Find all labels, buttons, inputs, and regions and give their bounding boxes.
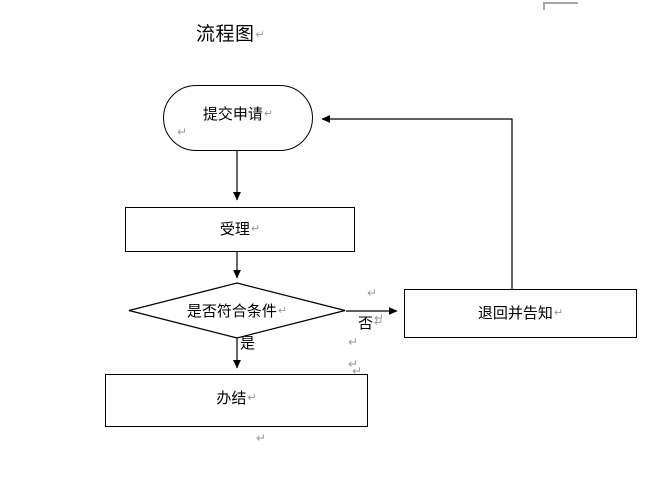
page-title: 流程图↵ (196, 19, 265, 46)
node-decision-meets-conditions[interactable]: 是否符合条件↵ (128, 282, 346, 339)
return-mark-icon: ↵ (277, 304, 288, 317)
return-mark-icon: ↵ (367, 286, 378, 300)
node-submit-application-label: 提交申请↵ (164, 103, 312, 124)
node-complete-label: 办结↵ (106, 387, 367, 408)
edge-label-no-text: 否 (358, 316, 374, 332)
return-mark-icon: ↵ (256, 431, 267, 445)
return-mark-icon: ↵ (348, 357, 359, 371)
return-mark-icon: ↵ (177, 125, 188, 139)
node-decision-label: 是否符合条件↵ (128, 300, 346, 321)
page-margin-corner-mark (543, 2, 578, 10)
edge-label-no: 否↵ (358, 312, 383, 333)
return-mark-icon: ↵ (352, 364, 363, 378)
return-mark-icon: ↵ (247, 391, 257, 404)
page-title-text: 流程图 (196, 24, 255, 45)
return-mark-icon: ↵ (374, 316, 384, 329)
node-complete[interactable]: 办结↵ (105, 374, 368, 427)
edge-reject-to-submit (321, 115, 513, 289)
diamond-shape (128, 282, 346, 339)
node-accept[interactable]: 受理↵ (125, 207, 355, 252)
return-mark-icon: ↵ (374, 311, 385, 325)
node-return-and-notify-label: 退回并告知↵ (405, 302, 636, 323)
return-mark-icon: ↵ (553, 306, 564, 319)
edge-label-yes: 是 (240, 336, 256, 352)
return-mark-icon: ↵ (255, 28, 266, 41)
node-complete-text: 办结 (216, 391, 247, 407)
node-accept-text: 受理 (219, 222, 250, 238)
node-return-and-notify[interactable]: 退回并告知↵ (404, 289, 637, 338)
node-submit-application[interactable]: 提交申请↵ ↵ (163, 85, 313, 151)
node-return-and-notify-text: 退回并告知 (477, 306, 553, 322)
node-submit-application-text: 提交申请 (202, 107, 263, 123)
node-accept-label: 受理↵ (126, 218, 354, 239)
return-mark-icon: ↵ (250, 222, 261, 235)
return-mark-icon: ↵ (263, 107, 274, 120)
return-mark-icon: ↵ (348, 335, 359, 349)
node-decision-text: 是否符合条件 (186, 304, 277, 320)
